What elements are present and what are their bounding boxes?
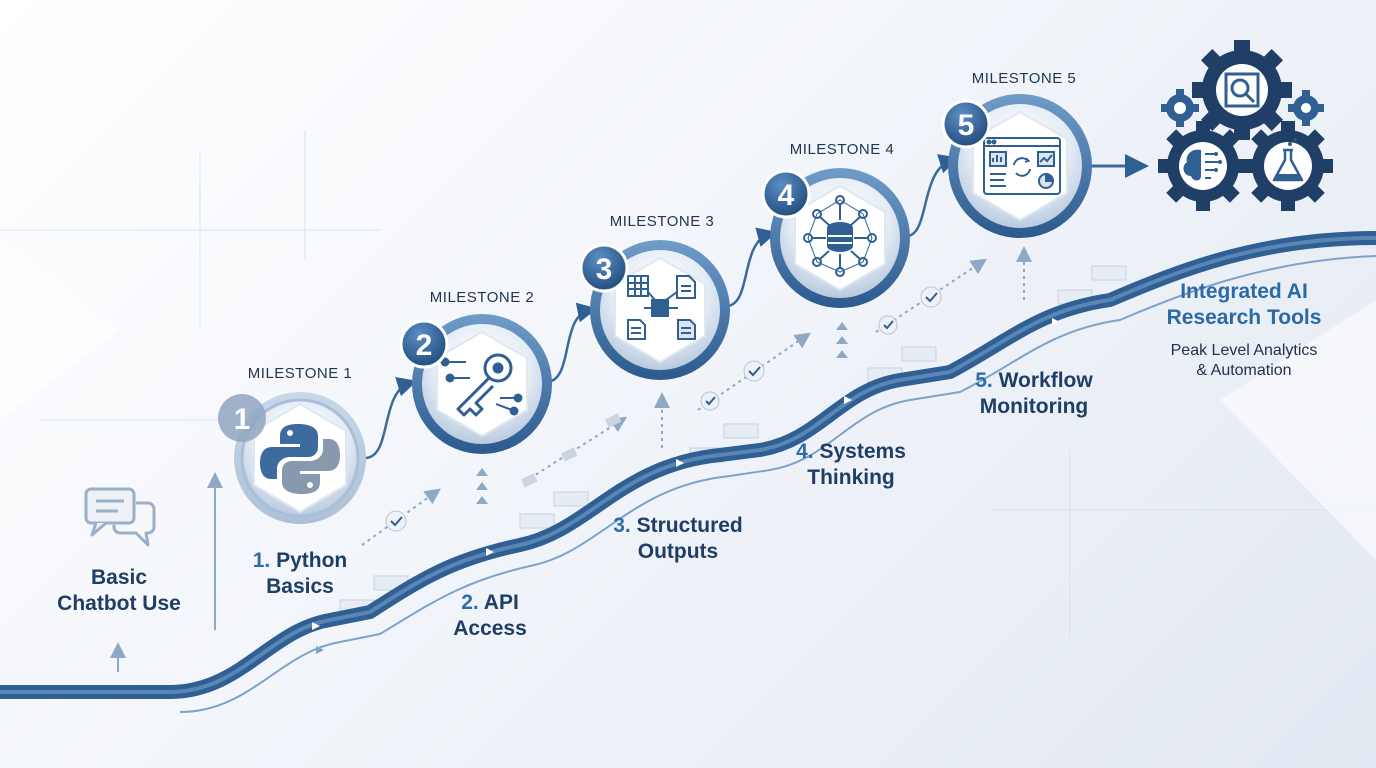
badge-1: 1 (234, 403, 251, 436)
final-subtitle: Peak Level Analytics & Automation (1150, 341, 1338, 381)
gear-small-left-icon (1161, 89, 1199, 127)
step-4-line1: Systems (819, 440, 906, 463)
final-subtitle-line1: Peak Level Analytics (1170, 342, 1318, 359)
milestone-connectors (365, 154, 1149, 460)
step-5-line2: Monitoring (979, 395, 1089, 418)
step-2-line1: API (483, 591, 519, 614)
progress-road (0, 231, 1376, 713)
step-2-label: 2. API Access (420, 590, 560, 642)
badge-4: 4 (761, 169, 811, 219)
step-4-label: 4. Systems Thinking (776, 439, 926, 491)
milestone-1-node (218, 392, 366, 524)
step-3-line1: Structured (636, 514, 743, 537)
milestone-5-title: MILESTONE 5 (971, 70, 1077, 87)
svg-text:3: 3 (596, 253, 613, 286)
step-3-line2: Outputs (637, 540, 719, 563)
step-4-line2: Thinking (807, 466, 895, 489)
progress-checks (361, 258, 988, 546)
chat-bubbles-icon (84, 487, 156, 547)
gear-brain-icon (1158, 121, 1248, 211)
svg-text:4: 4 (778, 179, 795, 212)
badge-3: 3 (579, 243, 629, 293)
badge-2: 2 (399, 319, 449, 369)
start-line1: Basic (90, 566, 148, 589)
svg-text:5: 5 (958, 109, 975, 142)
research-gears-icon (1158, 40, 1333, 211)
start-label: Basic Chatbot Use (40, 565, 198, 617)
step-1-number: 1. (252, 549, 271, 572)
milestone-4-node (770, 168, 910, 308)
background-shapes (0, 240, 1376, 560)
gear-top-icon (1192, 40, 1292, 140)
key-icon (440, 353, 523, 417)
step-5-number: 5. (975, 369, 993, 392)
step-5-line1: Workflow (998, 369, 1093, 392)
milestone-1-title: MILESTONE 1 (247, 365, 353, 382)
road-arrows (312, 318, 1060, 654)
svg-text:1: 1 (234, 403, 251, 436)
step-3-label: 3. Structured Outputs (598, 513, 758, 565)
up-arrows (110, 246, 1032, 672)
milestone-badges: 1 2 3 4 5 (234, 99, 991, 436)
background-lines (0, 130, 1376, 640)
gear-flask-icon (1243, 121, 1333, 211)
milestone-2-title: MILESTONE 2 (429, 289, 535, 306)
final-title-line2: Research Tools (1166, 306, 1322, 329)
step-1-line1: Python (276, 549, 348, 572)
final-title: Integrated AI Research Tools (1150, 279, 1338, 331)
chevron-stacks (476, 322, 848, 504)
svg-text:2: 2 (416, 329, 433, 362)
badge-5: 5 (941, 99, 991, 149)
milestone-3-title: MILESTONE 3 (609, 213, 715, 230)
step-2-number: 2. (461, 591, 479, 614)
step-1-line2: Basics (266, 575, 334, 598)
structured-data-icon (627, 275, 696, 340)
start-line2: Chatbot Use (57, 592, 181, 615)
dashboard-icon (983, 137, 1061, 195)
step-3-number: 3. (613, 514, 631, 537)
final-subtitle-line2: & Automation (1196, 362, 1292, 379)
python-logo-icon (260, 424, 340, 494)
database-network-icon (803, 195, 877, 277)
step-4-number: 4. (796, 440, 814, 463)
gear-small-right-icon (1288, 90, 1324, 126)
milestone-4-title: MILESTONE 4 (789, 141, 895, 158)
step-5-label: 5. Workflow Monitoring (960, 368, 1108, 420)
step-1-label: 1. Python Basics (230, 548, 370, 600)
final-title-line1: Integrated AI (1180, 280, 1308, 303)
step-2-line2: Access (453, 617, 527, 640)
